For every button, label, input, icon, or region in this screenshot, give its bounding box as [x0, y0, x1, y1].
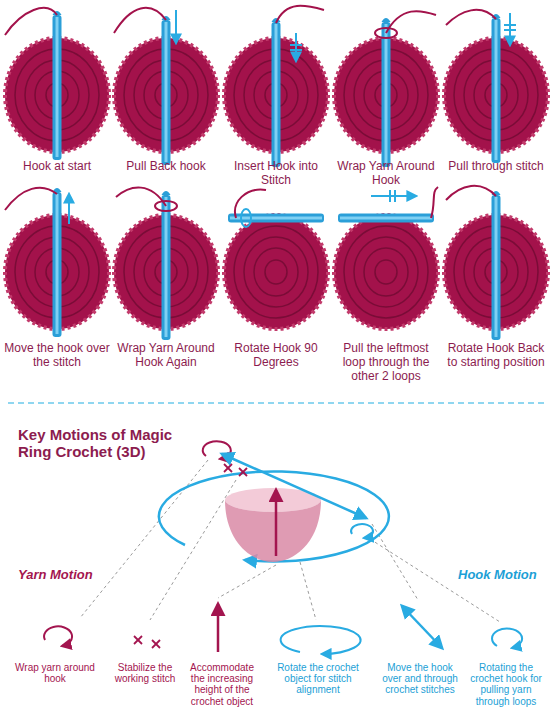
crochet-hook	[382, 18, 391, 167]
step-caption: Move the hook over the stitch	[4, 342, 110, 370]
motion-arrow	[371, 195, 416, 197]
hook-rotate-loop	[351, 524, 373, 538]
yarn-strand	[386, 11, 436, 33]
motion-caption: Move the hook over and through crochet s…	[377, 662, 463, 696]
crochet-disc	[224, 215, 328, 329]
crochet-hook	[272, 18, 281, 167]
tick-mark	[389, 190, 391, 202]
motion-caption: Rotate the crochet object for stitch ali…	[275, 662, 361, 696]
photo-pull-back	[114, 8, 218, 165]
motion-caption: Wrap yarn around hook	[15, 662, 95, 684]
photo-wrap-again	[114, 187, 218, 340]
tick-mark	[290, 44, 302, 46]
crochet-hook	[492, 191, 501, 340]
crochet-hook	[53, 11, 62, 160]
yarn-strand	[114, 8, 166, 33]
yarn-strand	[431, 187, 438, 218]
crochet-hook	[338, 214, 434, 223]
tick-mark	[504, 29, 516, 31]
section-title: Key Motions of Magic Ring Crochet (3D)	[18, 426, 183, 461]
crochet-hook	[162, 191, 171, 340]
motion-caption: Rotating the crochet hook for pulling ya…	[466, 662, 546, 707]
leader-line	[80, 460, 208, 618]
move-hook-icon	[402, 606, 442, 648]
photo-rotate-back	[444, 186, 548, 340]
photo-rotate-hook	[224, 190, 328, 329]
yarn-strand	[5, 188, 57, 210]
step-caption: Hook at start	[4, 160, 110, 174]
stitch-marks	[224, 464, 247, 476]
stabilize-icon	[134, 636, 160, 648]
group-heading: Hook Motion	[456, 568, 539, 583]
photo-pull-through	[444, 10, 548, 163]
motion-caption: Stabilize the working stitch	[113, 662, 177, 684]
step-caption: Rotate Hook Back to starting position	[443, 342, 549, 370]
step-caption: Rotate Hook 90 Degrees	[223, 342, 329, 370]
group-heading: Yarn Motion	[16, 568, 95, 583]
yarn-strand	[116, 187, 166, 206]
step-caption: Insert Hook into Stitch	[223, 160, 329, 188]
step-caption: Pull through stitch	[443, 160, 549, 174]
wrap-icon	[44, 626, 72, 646]
rotate-object-icon	[281, 626, 361, 654]
step-caption: Pull the leftmost loop through the other…	[333, 342, 439, 383]
yarn-strand	[276, 6, 324, 23]
yarn-strand	[446, 10, 496, 25]
height-icon	[217, 604, 220, 652]
motion-caption: Accommodate the increasing height of the…	[183, 662, 261, 707]
crochet-hook	[162, 16, 171, 165]
crochet-hook	[228, 214, 324, 223]
crochet-hook	[492, 14, 501, 163]
crochet-hook	[53, 188, 62, 337]
leader-line	[300, 562, 316, 620]
step-caption: Wrap Yarn Around Hook	[333, 160, 439, 188]
yarn-strand	[5, 8, 57, 35]
leader-line	[218, 565, 276, 598]
tick-mark	[504, 24, 516, 26]
step-caption: Wrap Yarn Around Hook Again	[113, 342, 219, 370]
rotation-ellipse	[159, 471, 389, 561]
tick-mark	[290, 49, 302, 51]
photo-insert-hook	[224, 6, 328, 167]
section-divider	[8, 402, 545, 404]
rotate-hook-icon	[492, 629, 522, 648]
crochet-disc	[334, 215, 438, 329]
step-caption: Pull Back hook	[113, 160, 219, 174]
photo-wrap-yarn	[334, 11, 438, 167]
height-arrow	[275, 490, 278, 556]
photo-pull-leftmost	[334, 187, 438, 329]
tick-mark	[394, 190, 396, 202]
hook-move-arrow	[222, 454, 366, 518]
leader-line	[150, 480, 236, 620]
motion-arrow	[68, 194, 70, 224]
photo-move-hook	[5, 188, 109, 337]
motion-arrow	[295, 33, 297, 61]
yarn-strand	[446, 186, 496, 200]
yarn-strand	[235, 190, 266, 218]
crochet-cup	[225, 500, 321, 562]
motion-arrow	[175, 10, 177, 43]
rotation-loop	[241, 209, 251, 227]
photo-hook-at-start	[5, 8, 109, 160]
